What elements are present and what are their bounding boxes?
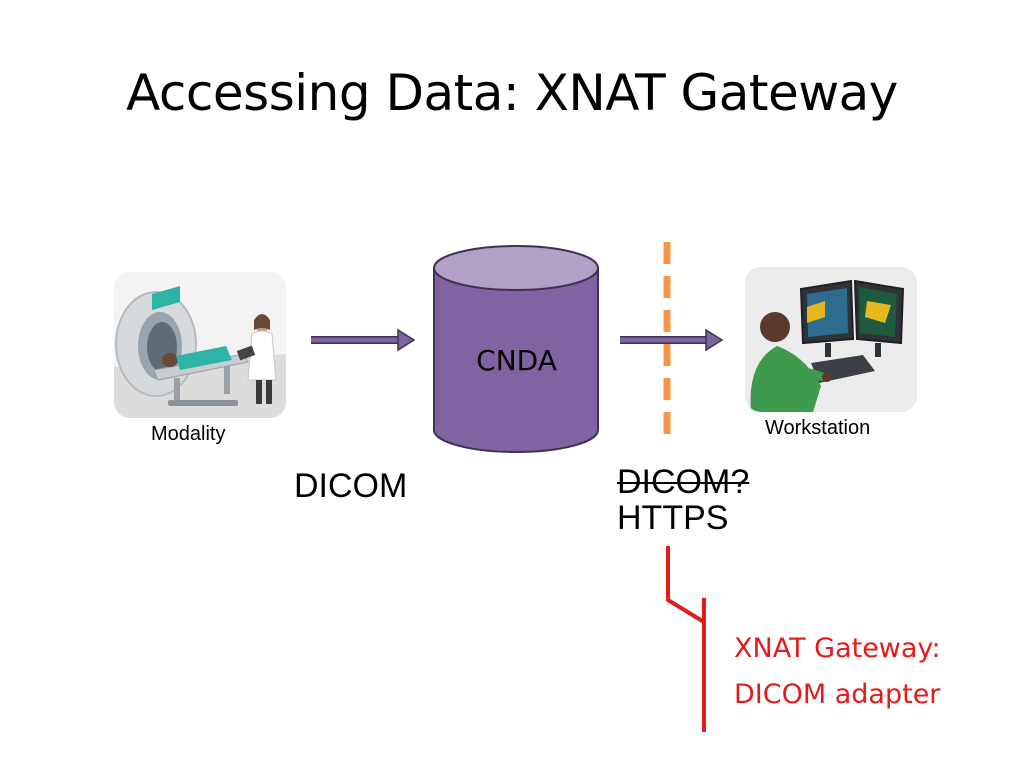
cnda-label: CNDA <box>476 344 557 377</box>
arrow-cnda-to-workstation <box>620 328 724 352</box>
gateway-callout-bracket <box>666 546 706 732</box>
https-label: HTTPS <box>617 498 729 537</box>
workstation-icon <box>745 267 917 412</box>
gateway-callout-text: XNAT Gateway: DICOM adapter <box>734 626 941 718</box>
dicom-protocol-label: DICOM <box>294 467 408 505</box>
modality-illustration <box>114 272 286 418</box>
deprecated-dicom-label: DICOM? <box>617 463 750 501</box>
mri-scanner-icon <box>114 272 286 418</box>
modality-label: Modality <box>151 423 226 445</box>
gateway-callout-line1: XNAT Gateway: <box>734 633 941 664</box>
gateway-callout-line2: DICOM adapter <box>734 679 941 710</box>
workstation-illustration <box>745 267 917 412</box>
https-protocol-label: DICOM? HTTPS <box>617 463 750 537</box>
slide-title: Accessing Data: XNAT Gateway <box>126 64 898 122</box>
workstation-label: Workstation <box>765 417 871 439</box>
cnda-database-icon <box>433 245 599 453</box>
arrow-modality-to-cnda <box>311 328 416 352</box>
